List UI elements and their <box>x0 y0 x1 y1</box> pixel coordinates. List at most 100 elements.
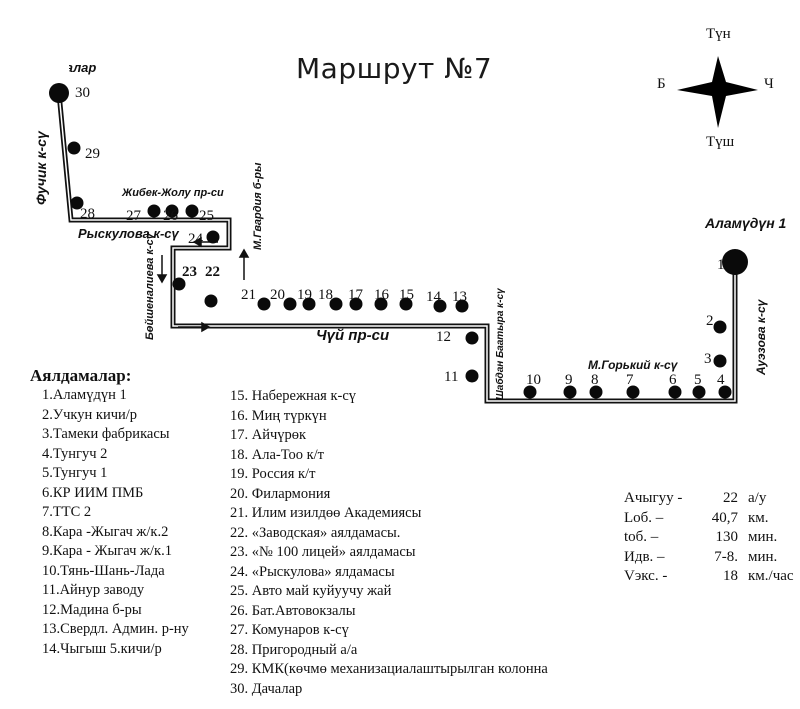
legend-stop-item: 13.Свердл. Админ. р-ну <box>42 621 189 637</box>
stop-number-5: 5 <box>694 372 702 388</box>
stop-number-4: 4 <box>717 372 725 388</box>
terminal-label-start: Аламүдүн 1 <box>704 215 787 231</box>
stop-number-10: 10 <box>526 372 541 388</box>
stop-number-27: 27 <box>126 208 142 224</box>
compass-west-label: Б <box>657 76 666 92</box>
stat-unit: а/у <box>748 490 767 506</box>
stop-marker-22 <box>204 294 218 308</box>
direction-arrows <box>156 236 250 333</box>
arrow-right-icon <box>178 321 211 333</box>
legend-stop-item: 28. Пригородный а/а <box>230 641 358 658</box>
stat-unit: км. <box>748 509 769 526</box>
compass-north-label: Түн <box>706 26 731 42</box>
stops-layer: 1234567891011121314151617181920212223242… <box>49 83 748 399</box>
stop-number-20: 20 <box>270 287 285 303</box>
stop-number-16: 16 <box>374 287 390 303</box>
stat-unit: км./час <box>748 568 794 584</box>
stop-number-12: 12 <box>436 329 451 345</box>
stop-marker-2 <box>713 320 727 334</box>
stop-marker-17 <box>349 297 363 311</box>
stop-number-28: 28 <box>80 206 95 222</box>
stat-row: Lоб. – 40,7 км. <box>624 509 794 529</box>
stop-number-1: 1 <box>717 257 725 273</box>
stop-number-19: 19 <box>297 287 312 303</box>
stop-marker-12 <box>465 331 479 345</box>
stop-number-21: 21 <box>241 287 256 303</box>
legend-stop-item: 21. Илим изилдөө Академиясы <box>230 505 422 521</box>
stop-number-17: 17 <box>348 287 364 303</box>
stat-unit: мин. <box>748 548 778 565</box>
legend-stop-item: 23. «№ 100 лицей» аялдамасы <box>230 544 416 560</box>
stop-marker-4 <box>718 385 732 399</box>
stop-number-6: 6 <box>669 372 677 388</box>
street-label-auezova: Ауэзова к-сү <box>754 298 768 376</box>
stop-number-18: 18 <box>318 287 333 303</box>
stop-marker-3 <box>713 354 727 368</box>
legend-stop-item: 7.ТТС 2 <box>42 504 92 520</box>
stop-number-22: 22 <box>205 264 220 280</box>
street-label-zhibek-zholu: Жибек-Жолу пр-си <box>121 187 224 199</box>
legend-stop-item: 18. Ала-Тоо к/т <box>230 446 325 463</box>
legend-stop-item: 26. Бат.Автовокзалы <box>230 602 356 619</box>
stop-number-13: 13 <box>452 289 467 305</box>
stop-marker-7 <box>626 385 640 399</box>
page-title: Маршрут №7 <box>296 52 493 85</box>
compass-rose-icon <box>677 56 758 128</box>
stop-marker-14 <box>433 299 447 313</box>
legend-stop-item: 3.Тамеки фабрикасы <box>42 426 170 442</box>
stop-marker-26 <box>165 204 179 218</box>
route-path-outer <box>56 92 738 404</box>
street-label-ryskulova: Рыскулова к-сү <box>78 226 180 241</box>
stop-number-2: 2 <box>706 313 714 329</box>
legend-stop-item: 10.Тянь-Шань-Лада <box>42 562 165 579</box>
legend-stop-item: 6.КР ИИМ ПМБ <box>42 484 144 501</box>
street-label-fuchik: Фучик к-сү <box>33 130 49 205</box>
stat-value: 18 <box>723 568 738 584</box>
stop-marker-24 <box>206 230 220 244</box>
stat-value: 7-8. <box>714 548 738 565</box>
street-label-gvardiya: М.Гвардия б-ры <box>252 162 264 250</box>
stat-value: 40,7 <box>711 509 738 526</box>
stop-number-25: 25 <box>199 208 214 224</box>
stop-marker-11 <box>465 369 479 383</box>
compass-east-label: Ч <box>764 76 774 92</box>
legend-heading: Аялдамалар: <box>30 366 132 385</box>
legend-stop-item: 22. «Заводская» аялдамасы. <box>230 524 401 541</box>
stop-number-26: 26 <box>163 208 179 224</box>
legend-stop-item: 12.Мадина б-ры <box>42 601 142 618</box>
stat-row: Идв. –7-8.мин. <box>624 548 794 568</box>
legend-stop-item: 4.Тунгуч 2 <box>42 445 108 462</box>
legend-stop-item: 1.Аламүдүн 1 <box>42 387 127 403</box>
stop-marker-21 <box>257 297 271 311</box>
stat-label: Lоб. – <box>624 509 664 526</box>
stat-label: Ачыгуу - <box>624 490 683 506</box>
stop-number-14: 14 <box>426 289 442 305</box>
stat-value: 130 <box>715 529 739 545</box>
stop-number-29: 29 <box>85 146 100 162</box>
stop-marker-25 <box>185 204 199 218</box>
legend-stop-item: 27. Комунаров к-сү <box>230 622 349 638</box>
stop-number-11: 11 <box>444 369 458 385</box>
stop-marker-20 <box>283 297 297 311</box>
stop-marker-8 <box>589 385 603 399</box>
stop-marker-18 <box>329 297 343 311</box>
legend-stop-item: 14.Чыгыш 5.кичи/р <box>42 640 162 657</box>
stop-number-9: 9 <box>565 372 573 388</box>
route-path-inner <box>58 92 736 402</box>
stop-number-3: 3 <box>704 351 712 367</box>
stop-marker-30 <box>49 83 69 103</box>
legend-stop-item: 20. Филармония <box>230 485 331 502</box>
arrow-down-icon <box>156 255 168 284</box>
legend-stop-item: 17. Айчүрөк <box>230 427 307 443</box>
legend-stop-item: 9.Кара - Жыгач ж/к.1 <box>42 543 172 559</box>
stop-marker-5 <box>692 385 706 399</box>
legend-stop-item: 24. «Рыскулова» ялдамасы <box>230 563 395 580</box>
stop-number-8: 8 <box>591 372 599 388</box>
stop-marker-10 <box>523 385 537 399</box>
stop-marker-27 <box>147 204 161 218</box>
stop-number-7: 7 <box>626 372 634 388</box>
